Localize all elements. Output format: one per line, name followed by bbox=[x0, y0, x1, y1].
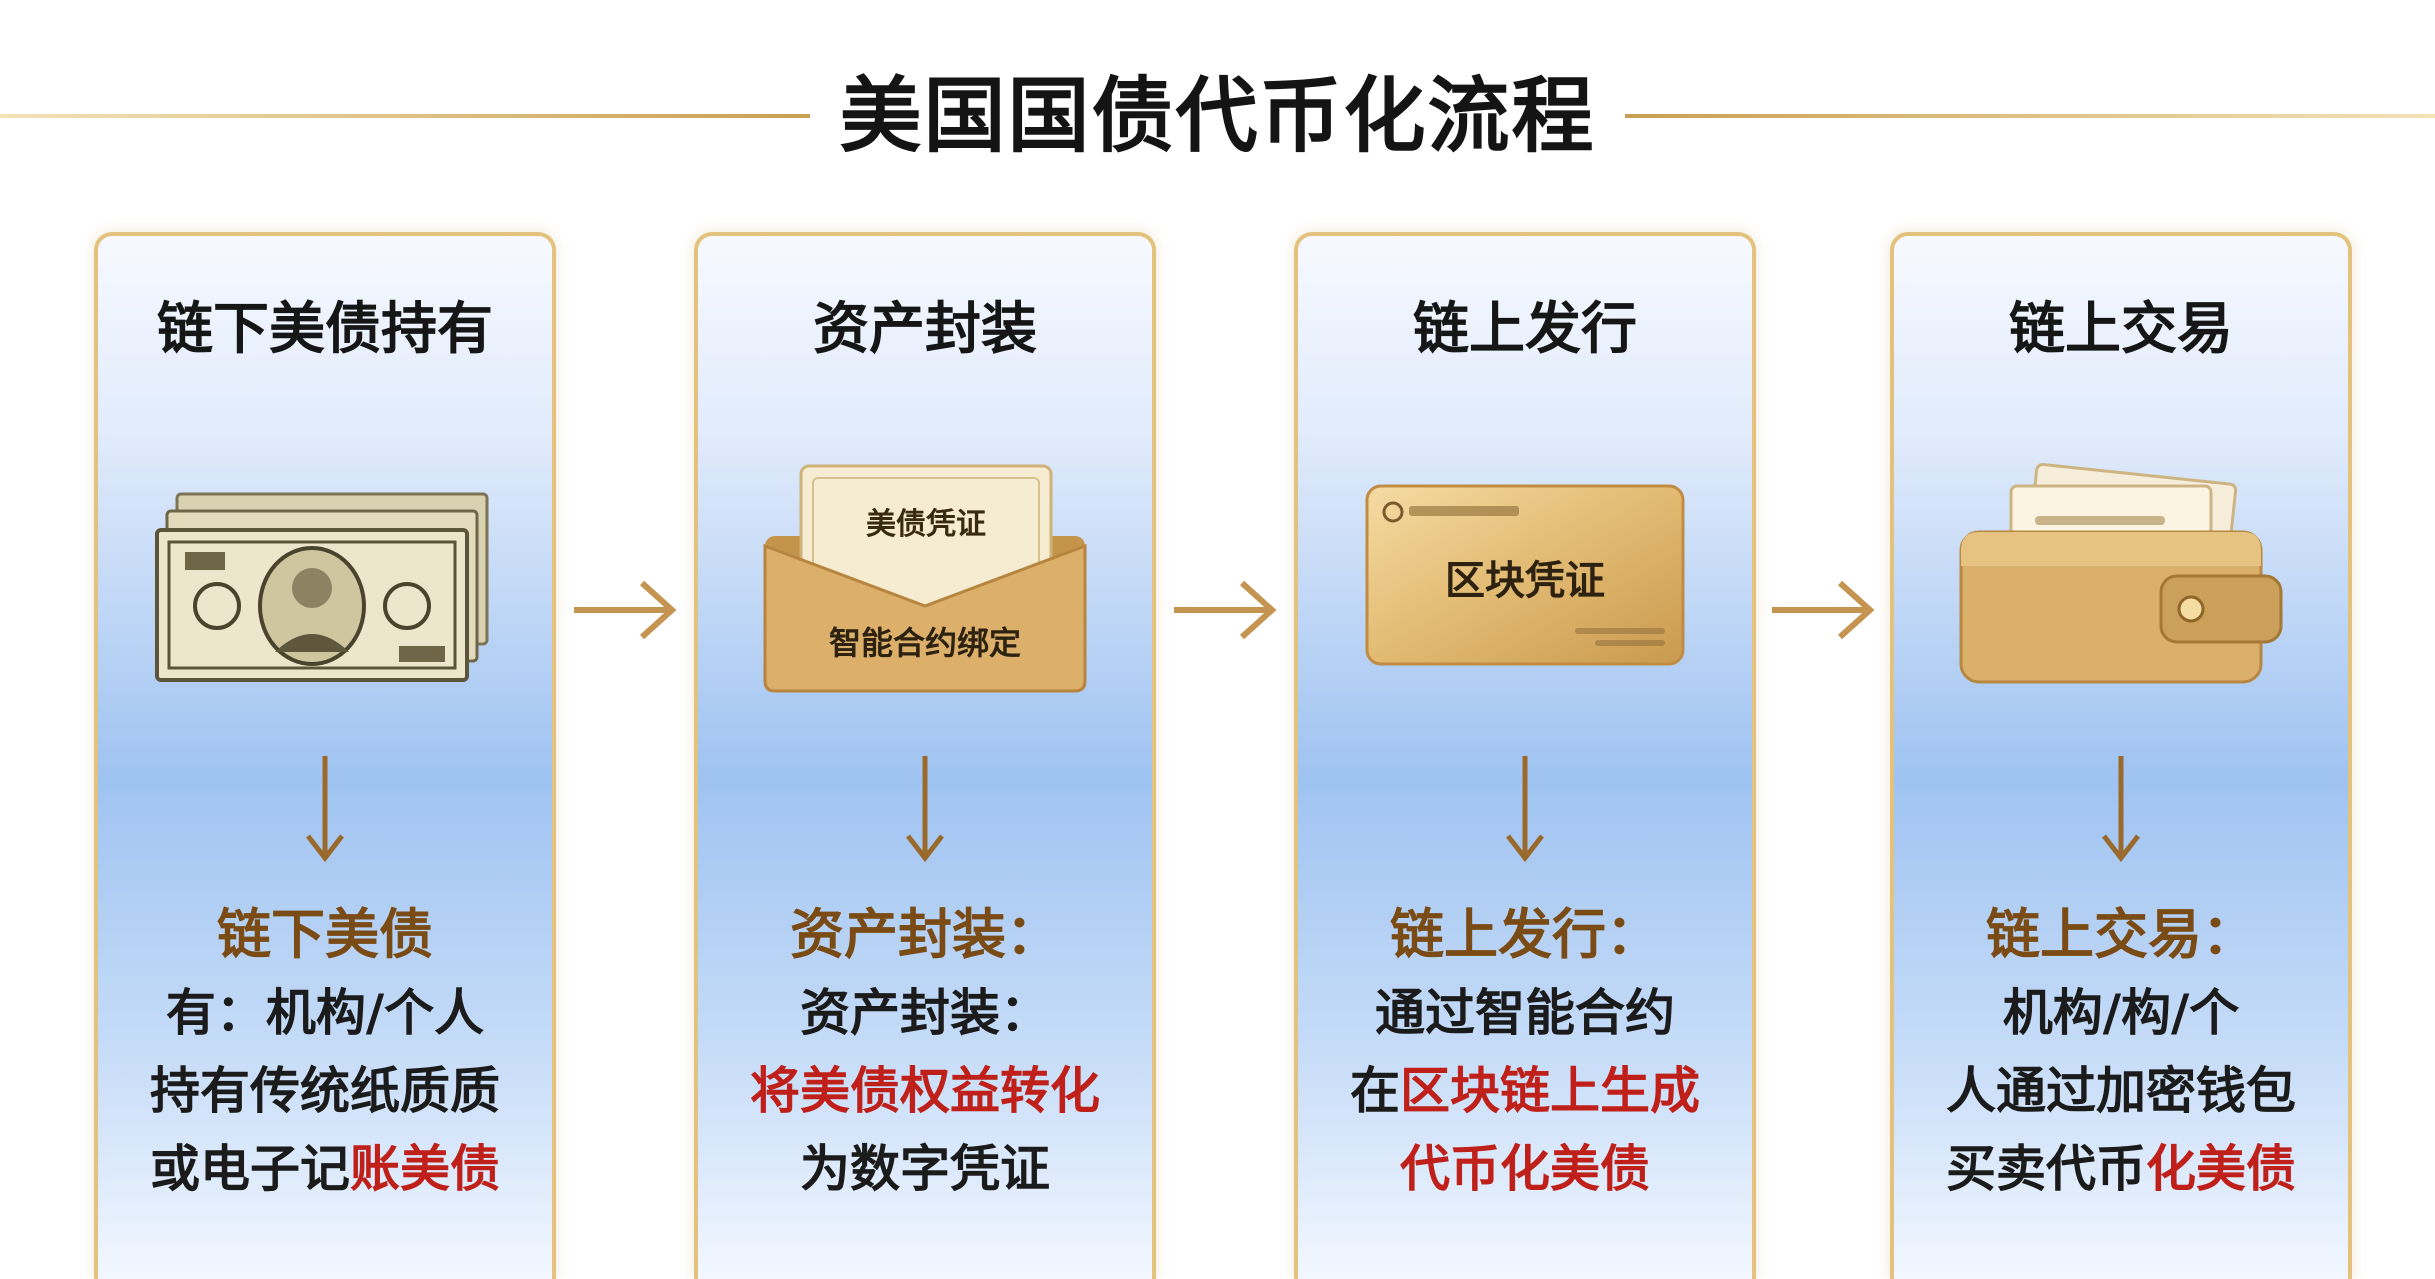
step-title: 链下美债持有 bbox=[157, 297, 493, 362]
desc-highlight: 账美债 bbox=[350, 1140, 500, 1198]
desc-line-3-part-1: 或电子记 bbox=[150, 1140, 350, 1198]
desc-line-3-part-1: 买卖代币 bbox=[1946, 1140, 2146, 1198]
desc-highlight: 化美债 bbox=[2146, 1140, 2296, 1198]
desc-line-2: 人通过加密钱包 bbox=[1946, 1062, 2296, 1120]
wallet-icon bbox=[1959, 462, 2283, 684]
card-label: 区块凭证 bbox=[1445, 558, 1605, 604]
step-card-issuance: 链上发行 区块凭证 链上发行： 通过智能合约 在区块链上生成 代币化美债 bbox=[1294, 232, 1756, 1279]
desc-heading: 链上发行： bbox=[1390, 903, 1660, 966]
desc-line-1: 资产封装： bbox=[800, 984, 1050, 1042]
desc-line-2-part-1: 在 bbox=[1350, 1062, 1400, 1120]
certificate-label: 美债凭证 bbox=[866, 507, 986, 542]
right-arrow-icon bbox=[1174, 580, 1277, 640]
desc-line-3: 或电子记账美债 bbox=[98, 1130, 552, 1208]
step-card-packaging: 资产封装 美债凭证 智能合约绑定 资产封装： 资产封装： 将美债权益转化 为数字… bbox=[694, 232, 1156, 1279]
title-line-right bbox=[1625, 114, 2435, 118]
step-title: 资产封装 bbox=[813, 297, 1037, 362]
step-description: 链上交易： 机构/构/个 人通过加密钱包 买卖代币化美债 bbox=[1894, 896, 2348, 1208]
desc-heading: 链上交易： bbox=[1986, 903, 2256, 966]
page-title: 美国国债代币化流程 bbox=[839, 69, 1596, 164]
desc-line-3: 买卖代币化美债 bbox=[1894, 1130, 2348, 1208]
step-description: 资产封装： 资产封装： 将美债权益转化 为数字凭证 bbox=[698, 896, 1152, 1208]
down-arrow-icon bbox=[2102, 756, 2140, 863]
envelope-label: 智能合约绑定 bbox=[829, 624, 1021, 662]
desc-highlight: 区块链上生成 bbox=[1400, 1062, 1700, 1120]
dollar-bills-icon bbox=[155, 492, 489, 682]
desc-line-1: 有：机构/个人 bbox=[165, 984, 485, 1042]
title-line-left bbox=[0, 114, 810, 118]
step-description: 链上发行： 通过智能合约 在区块链上生成 代币化美债 bbox=[1298, 896, 1752, 1208]
seal-icon bbox=[1382, 501, 1404, 523]
step-title: 链上发行 bbox=[1413, 297, 1637, 362]
step-card-trading: 链上交易 链上交易： 机构/构/个 人通过加密钱包 买卖代币化美债 bbox=[1890, 232, 2352, 1279]
wallet-clasp-icon bbox=[2177, 595, 2205, 623]
desc-heading: 资产封装： bbox=[790, 903, 1060, 966]
step-card-offchain: 链下美债持有 链下美债 有：机构/个人 持有传统纸质质 或电子记账美债 bbox=[94, 232, 556, 1279]
desc-highlight: 将美债权益转化 bbox=[750, 1062, 1100, 1120]
envelope-certificate-icon: 美债凭证 智能合约绑定 bbox=[763, 464, 1087, 693]
step-description: 链下美债 有：机构/个人 持有传统纸质质 或电子记账美债 bbox=[98, 896, 552, 1208]
desc-highlight-2: 代币化美债 bbox=[1400, 1140, 1650, 1198]
desc-line-3: 为数字凭证 bbox=[800, 1140, 1050, 1198]
desc-line-2: 在区块链上生成 bbox=[1298, 1052, 1752, 1130]
desc-line-2: 持有传统纸质质 bbox=[150, 1062, 500, 1120]
step-title: 链上交易 bbox=[2009, 297, 2233, 362]
down-arrow-icon bbox=[1506, 756, 1544, 863]
right-arrow-icon bbox=[1772, 580, 1875, 640]
desc-line-1: 机构/构/个 bbox=[2002, 984, 2240, 1042]
token-card-icon: 区块凭证 bbox=[1365, 484, 1685, 666]
down-arrow-icon bbox=[306, 756, 344, 863]
right-arrow-icon bbox=[574, 580, 677, 640]
desc-heading: 链下美债 bbox=[217, 903, 433, 966]
desc-line-1: 通过智能合约 bbox=[1375, 984, 1675, 1042]
down-arrow-icon bbox=[906, 756, 944, 863]
